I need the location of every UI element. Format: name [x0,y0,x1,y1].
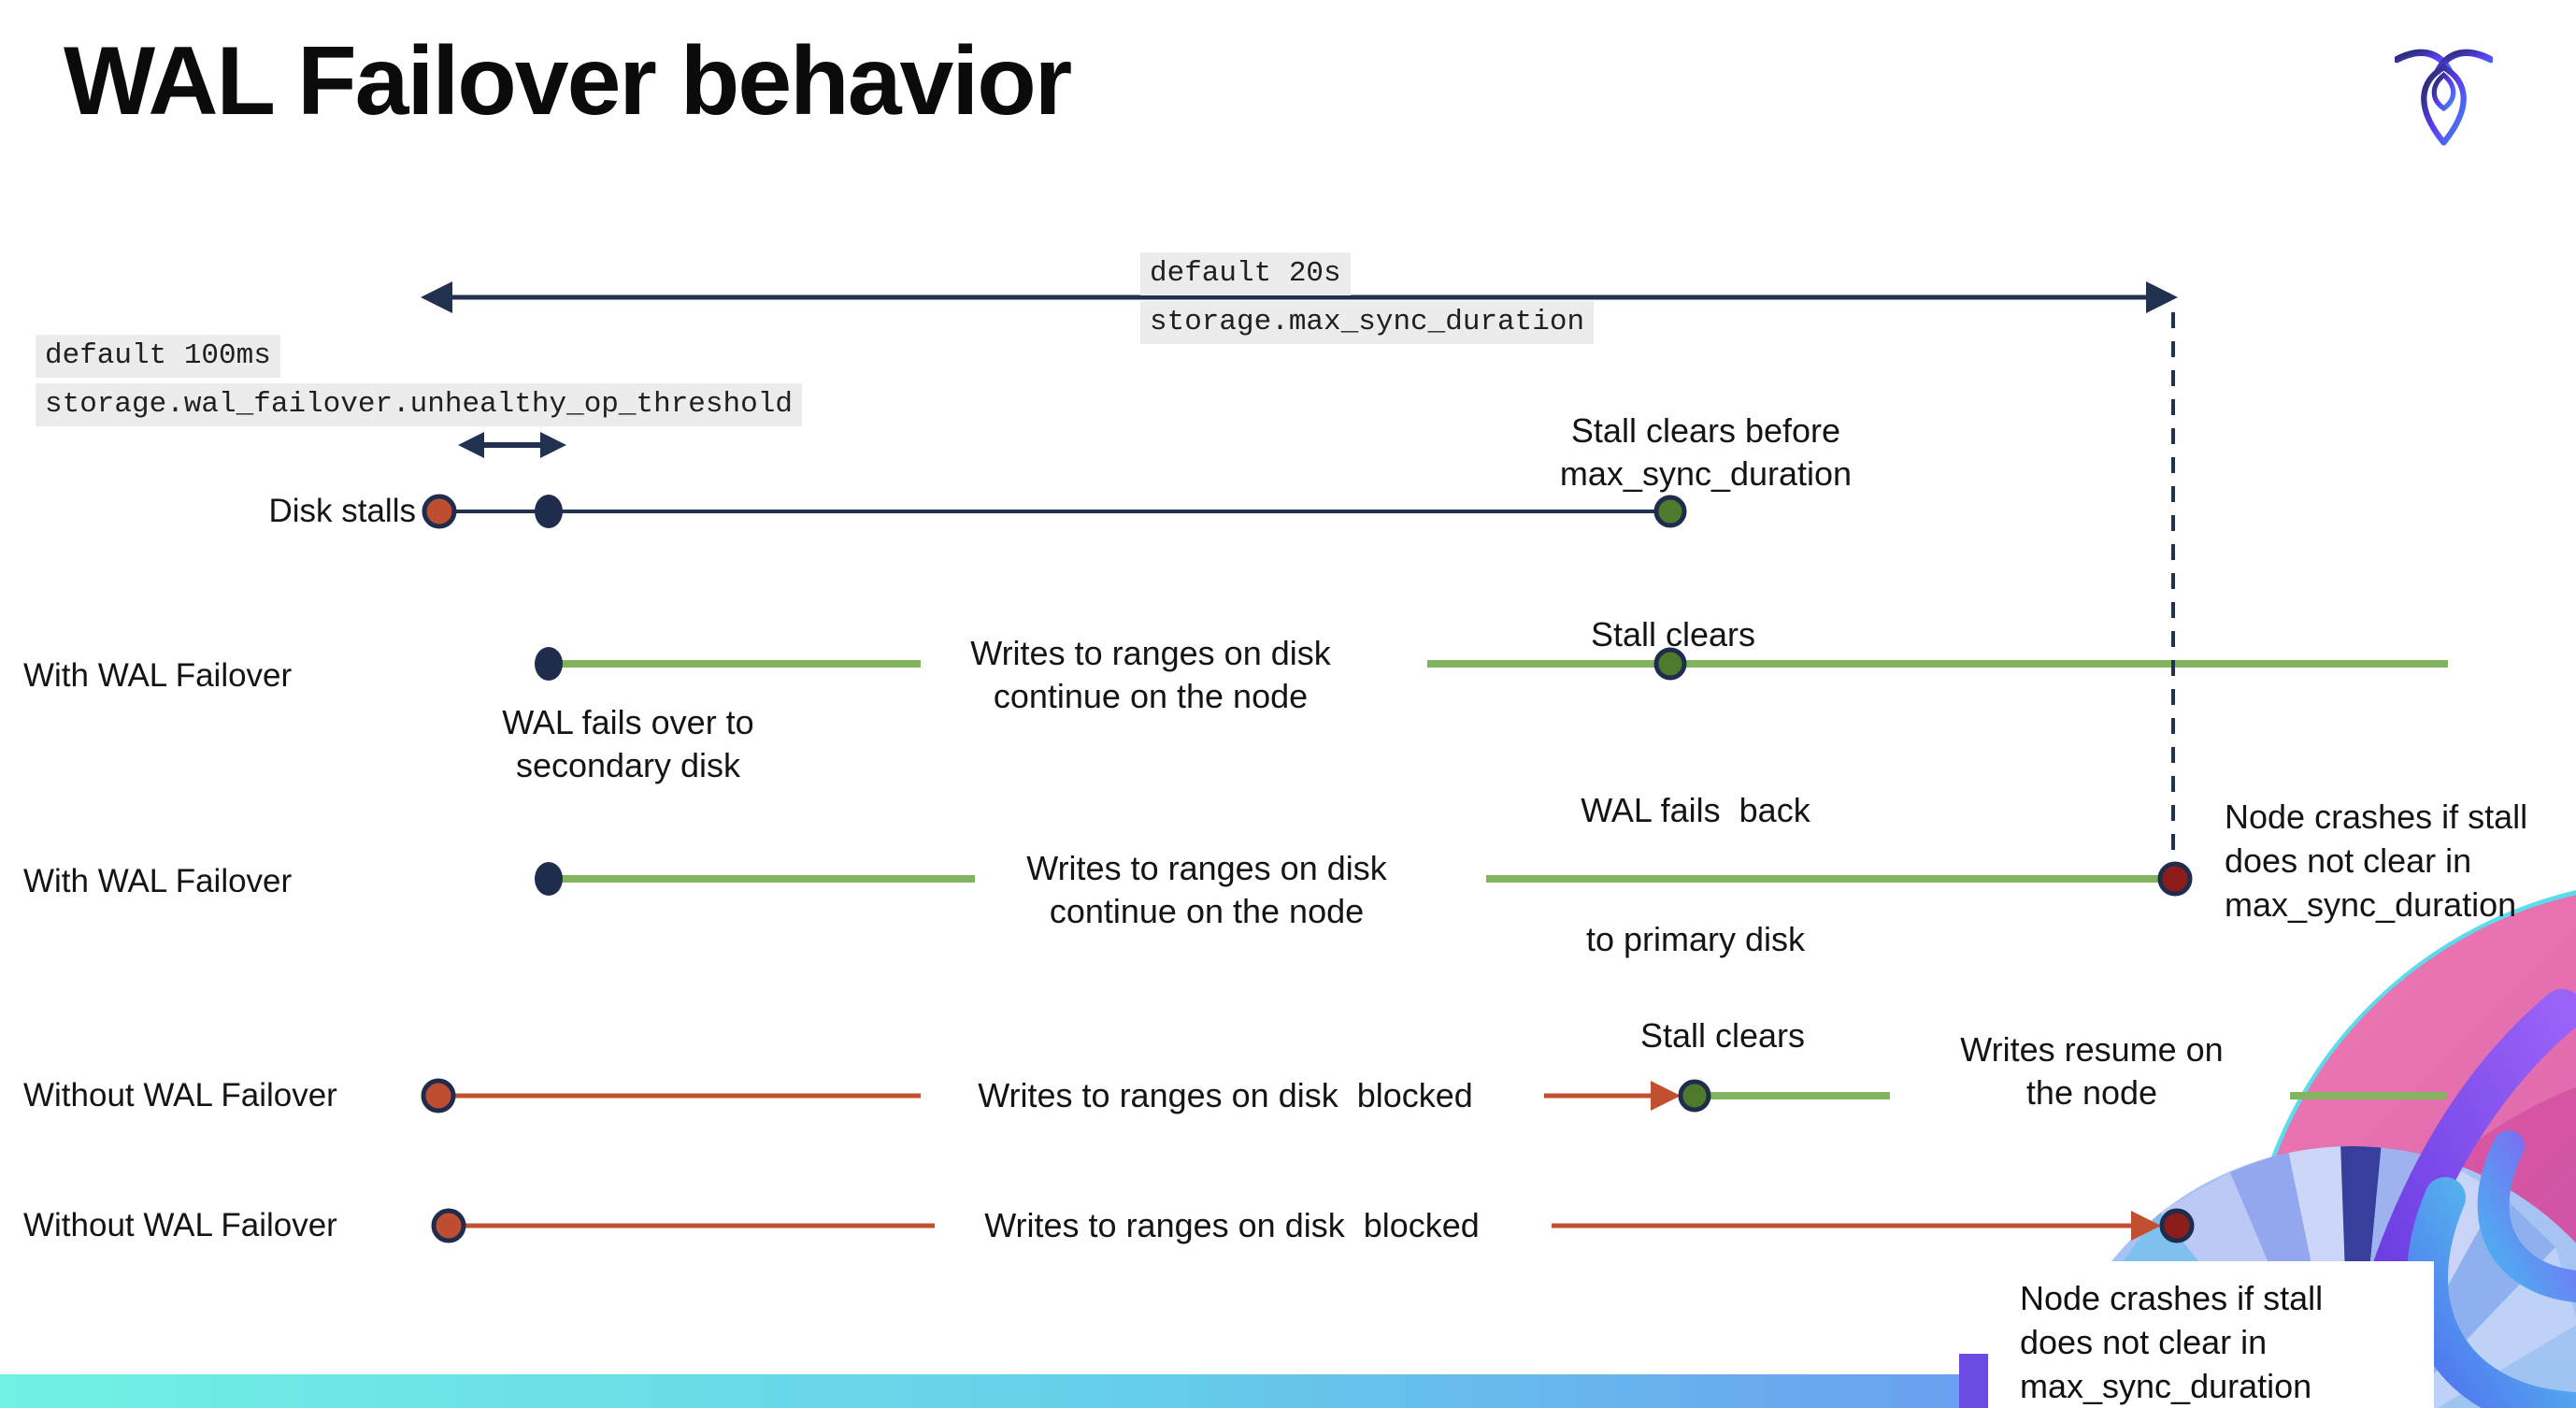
arrowhead-right [540,432,566,458]
row-without-wal-failover-2 [431,1208,2195,1243]
row-with-wal-failover-2 [535,861,2193,897]
stall-start-dot [422,494,457,529]
row-label-disk-stalls: Disk stalls [268,493,416,529]
blue-leg [2477,1130,2576,1302]
page-title: WAL Failover behavior [64,27,1072,136]
annotation-wal-fails-over: WAL fails over to secondary disk [502,703,754,784]
annotation-writes-blocked-2: Writes to ranges on disk blocked [984,1206,1480,1244]
cockroachdb-logo-icon [2395,49,2493,146]
row-label-with-wal-failover-2: With WAL Failover [23,863,293,899]
stall-start-dot [431,1208,466,1243]
annotation-node-crashes-5-box: Node crashes if stall does not clear in … [1988,1261,2434,1408]
arrowhead-left [421,281,452,313]
max-sync-default-label: default 20s [1140,252,1351,295]
stall-clears-dot [1653,495,1687,528]
annotation-stall-clears-before: Stall clears before max_sync_duration [1559,411,1853,493]
annotation-writes-continue-1: Writes to ranges on disk continue on the… [970,634,1331,715]
annotation-wal-fails-back: WAL fails back to primary disk [1581,791,1810,958]
failover-dot [535,647,563,681]
stall-clears-dot [1678,1079,1711,1113]
max-sync-setting-label: storage.max_sync_duration [1140,301,1595,344]
annotation-stall-clears-2: Stall clears [1590,615,1756,654]
annotation-stall-clears-4: Stall clears [1639,1016,1806,1055]
threshold-dot [535,495,563,528]
annotation-node-crashes-5: Node crashes if stall does not clear in … [2020,1279,2324,1405]
red-arrowhead [2131,1211,2161,1241]
annotation-writes-blocked-1: Writes to ranges on disk blocked [978,1076,1473,1114]
annotation-writes-continue-2: Writes to ranges on disk continue on the… [1026,849,1387,930]
row-label-without-wal-failover-1: Without WAL Failover [23,1077,337,1113]
threshold-default-label: default 100ms [36,335,280,378]
row-with-wal-failover-1 [535,647,2448,681]
arrowhead-left [458,432,484,458]
failover-dot [535,862,563,896]
annotation-node-crashes-3: Node crashes if stall does not clear in … [2225,797,2528,924]
stall-clears-dot [1653,647,1687,681]
row-without-wal-failover-1 [421,1078,2447,1113]
arrowhead-right [2146,281,2178,313]
red-arrowhead [1651,1081,1681,1111]
row-disk-stalls [422,494,1687,529]
unhealthy-op-threshold-arrow [458,432,566,458]
threshold-setting-label: storage.wal_failover.unhealthy_op_thresh… [36,383,802,426]
annotation-writes-resume: Writes resume on the node [1960,1030,2224,1112]
cyan-leg [2407,1177,2576,1408]
max-sync-duration-arrow [421,281,2178,313]
stall-start-dot [421,1078,456,1113]
row-label-without-wal-failover-2: Without WAL Failover [23,1207,337,1243]
row-label-with-wal-failover-1: With WAL Failover [23,657,293,694]
node-crash-dot [2159,1208,2195,1243]
node-crash-dot [2157,861,2193,897]
